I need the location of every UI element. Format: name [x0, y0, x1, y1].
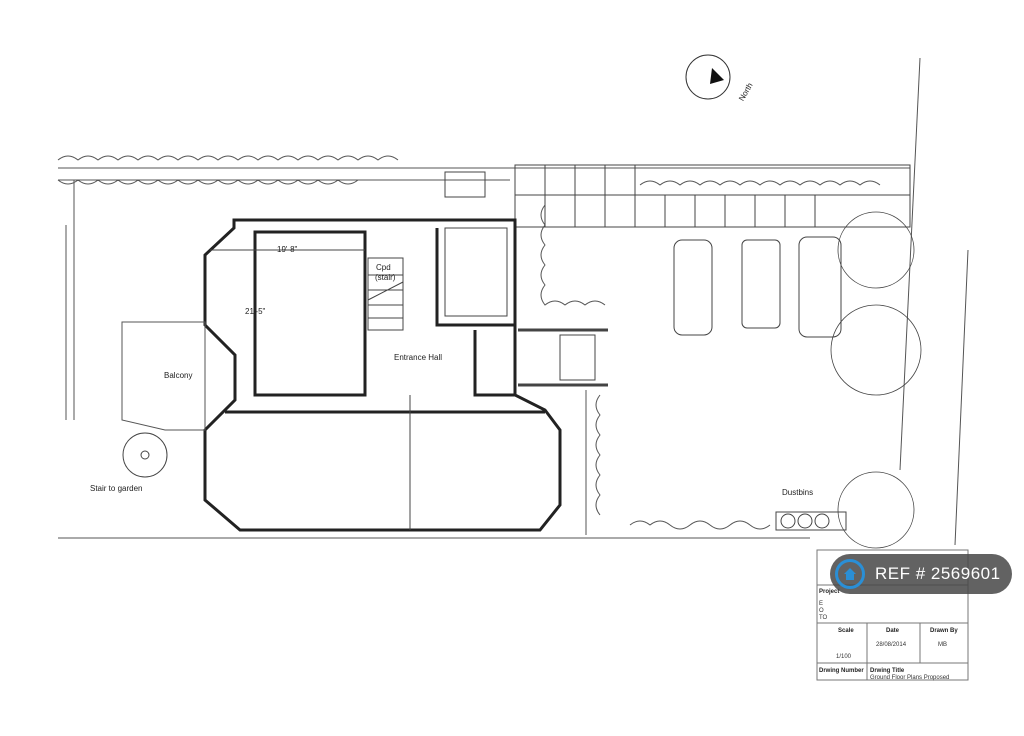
date-value: 28/08/2014: [876, 642, 907, 648]
scale-label: Scale: [838, 628, 854, 634]
reference-watermark: REF # 2569601: [830, 554, 1012, 594]
project-line: E: [819, 601, 823, 607]
drawing-number-label: Drwing Number: [819, 668, 864, 674]
cupboard-label: Cpd: [376, 263, 391, 272]
balcony: [121, 321, 206, 478]
dustbins-label: Dustbins: [782, 488, 813, 497]
project-line: TO: [819, 615, 828, 621]
drawn-by-label: Drawn By: [930, 628, 958, 634]
reference-number: REF # 2569601: [875, 564, 1001, 583]
north-label: North: [737, 81, 755, 102]
cupboard-sub-label: (stair): [375, 273, 396, 282]
hedge: [57, 155, 881, 530]
drawn-by-value: MB: [938, 642, 947, 648]
internal-stair: [367, 257, 404, 331]
north-compass: North: [685, 54, 755, 103]
parked-cars: [673, 236, 842, 338]
dustbins: [775, 511, 847, 531]
external-steps: [444, 171, 608, 387]
date-label: Date: [886, 628, 900, 634]
balcony-label: Balcony: [164, 371, 192, 380]
drawing-title-label: Drwing Title: [870, 668, 905, 674]
living-depth-dim: 21'-5": [245, 307, 266, 316]
house-walls: [203, 218, 562, 532]
paving: [514, 164, 911, 228]
stair-to-garden-label: Stair to garden: [90, 484, 142, 493]
scale-value: 1/100: [836, 654, 852, 660]
project-line: O: [819, 608, 824, 614]
project-label: Project: [819, 589, 839, 595]
drawing-title-value: Ground Floor Plans Proposed: [870, 675, 949, 681]
entrance-hall-label: Entrance Hall: [394, 353, 442, 362]
site-boundary: [58, 57, 969, 546]
trees: [830, 211, 922, 549]
home-logo-icon: [835, 559, 865, 589]
